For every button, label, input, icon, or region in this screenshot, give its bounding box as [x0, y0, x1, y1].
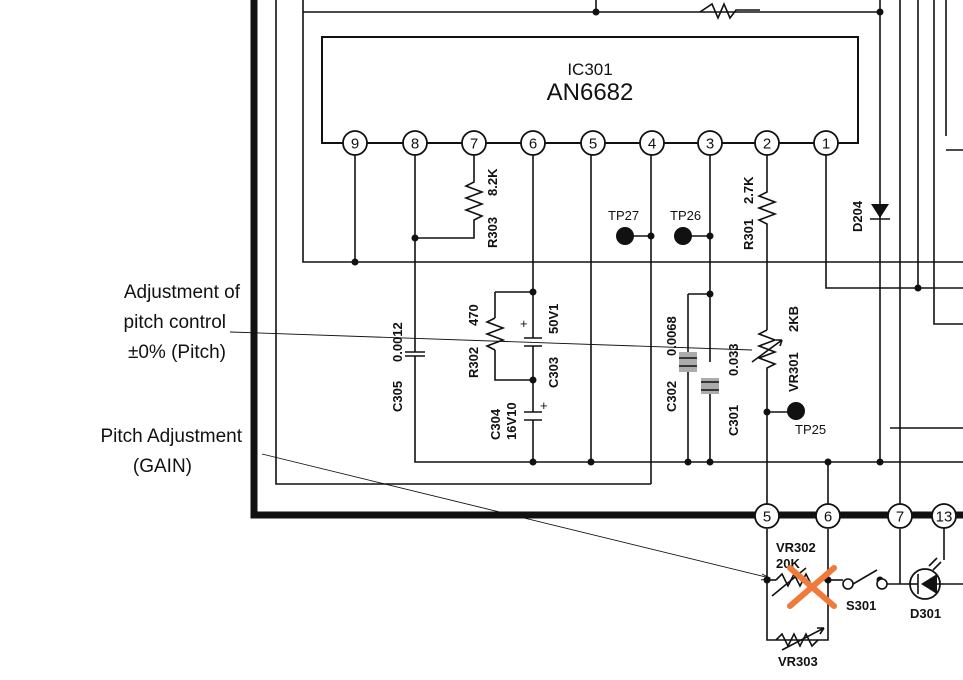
connector-pin-13: 13 [931, 503, 957, 529]
tp25-label: TP25 [795, 422, 826, 437]
r303-ref: R303 [485, 217, 500, 248]
d204-ref: D204 [850, 200, 865, 232]
connector-pin-6: 6 [815, 503, 841, 529]
annotation-pitch-control: Adjustment of pitch control ±0% (Pitch) [124, 282, 241, 363]
vr301-value: 2KB [786, 306, 801, 332]
c302-value: 0.0068 [664, 316, 679, 356]
svg-text:5: 5 [589, 136, 597, 153]
svg-text:7: 7 [896, 509, 904, 526]
tp26-label: TP26 [670, 208, 701, 223]
ic-pin-6: 6 [520, 130, 546, 156]
c301-ref: C301 [726, 405, 741, 436]
c301-value: 0.033 [726, 343, 741, 376]
ic-pin-9: 9 [342, 130, 368, 156]
ic-pin-4: 4 [639, 130, 665, 156]
ic-pin-8: 8 [402, 130, 428, 156]
cross-mark-icon [787, 565, 837, 609]
r302-ref: R302 [466, 347, 481, 378]
c304-value: 16V10 [504, 402, 519, 440]
ic-pin-3: 3 [697, 130, 723, 156]
tp27-label: TP27 [608, 208, 639, 223]
vr303-ref: VR303 [778, 654, 818, 669]
capacitor-c304: + C304 16V10 [488, 398, 548, 440]
leader-lines [229, 331, 772, 581]
svg-text:3: 3 [706, 136, 714, 153]
s301-ref: S301 [846, 598, 876, 613]
junction-dots [351, 8, 922, 584]
svg-text:9: 9 [351, 136, 359, 153]
svg-text:6: 6 [529, 136, 537, 153]
d301-ref: D301 [910, 606, 941, 621]
svg-text:4: 4 [648, 136, 656, 153]
annotation-gain-line2: (GAIN) [133, 456, 192, 477]
c302-ref: C302 [664, 381, 679, 412]
svg-text:1: 1 [822, 136, 830, 153]
board-outline [250, 0, 963, 519]
connector-pins: 5 6 7 13 [754, 503, 957, 529]
ic-pin-7: 7 [461, 130, 487, 156]
c305-ref: C305 [390, 381, 405, 412]
annotation-pitch-line3: ±0% (Pitch) [128, 342, 226, 363]
capacitor-c302: C302 0.0068 [664, 316, 697, 412]
connector-pin-7: 7 [887, 503, 913, 529]
c303-value: 50V1 [546, 304, 561, 334]
potentiometer-vr301: VR301 2KB [751, 306, 801, 392]
diode-d204: D204 [850, 200, 890, 232]
capacitor-c301: C301 0.033 [701, 343, 741, 436]
r301-value: 2.7K [741, 176, 756, 204]
capacitor-c305: C305 0.0012 [390, 322, 425, 412]
r301-ref: R301 [741, 219, 756, 250]
ic-pin-1: 1 [813, 130, 839, 156]
resistor-r301: R301 2.7K [741, 176, 778, 250]
vr301-ref: VR301 [786, 352, 801, 392]
svg-text:6: 6 [824, 509, 832, 526]
capacitor-c303: + C303 50V1 [520, 304, 561, 388]
r302-value: 470 [466, 304, 481, 326]
test-points: TP27 TP26 TP25 [608, 208, 826, 437]
c303-ref: C303 [546, 357, 561, 388]
ic-ref: IC301 [567, 60, 612, 79]
ic-pin-2: 2 [754, 130, 780, 156]
c304-ref: C304 [488, 408, 503, 440]
annotation-pitch-gain: Pitch Adjustment (GAIN) [100, 426, 242, 477]
svg-text:5: 5 [763, 509, 771, 526]
resistor-r302: R302 470 [466, 304, 506, 378]
resistor-r303: R303 8.2K [463, 168, 500, 248]
r303-value: 8.2K [485, 168, 500, 196]
svg-text:7: 7 [470, 136, 478, 153]
svg-text:13: 13 [936, 509, 953, 526]
svg-text:+: + [520, 316, 528, 331]
annotation-pitch-line2: pitch control [124, 312, 226, 333]
svg-text:8: 8 [411, 136, 419, 153]
ic-pin-5: 5 [580, 130, 606, 156]
c305-value: 0.0012 [390, 322, 405, 362]
annotation-pitch-line1: Adjustment of [124, 282, 241, 303]
external-circuit: VR302 20K VR303 S301 D301 [766, 528, 963, 669]
ic-pins: 9 8 7 6 5 4 3 2 1 [342, 130, 839, 156]
connector-pin-5: 5 [754, 503, 780, 529]
annotation-gain-line1: Pitch Adjustment [100, 426, 242, 447]
vr302-ref: VR302 [776, 540, 816, 555]
vr302-value: 20K [776, 556, 800, 571]
svg-text:+: + [540, 398, 548, 413]
ic-part: AN6682 [547, 79, 634, 106]
inner-frames [275, 0, 963, 515]
svg-text:2: 2 [763, 136, 771, 153]
ic-body: IC301 AN6682 [321, 36, 859, 144]
